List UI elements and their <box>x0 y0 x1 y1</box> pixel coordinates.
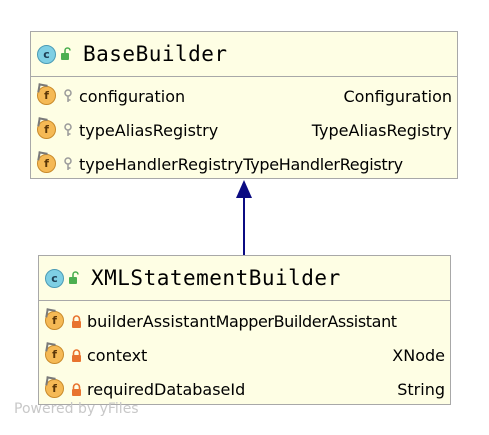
unlock-icon <box>68 271 80 285</box>
inheritance-arrowhead <box>236 180 252 198</box>
field-type: String <box>397 379 445 399</box>
field-icon: f <box>45 307 66 332</box>
class-box-basebuilder[interactable]: c BaseBuilder f configuration Configurat… <box>30 31 458 179</box>
private-lock-icon <box>70 382 82 396</box>
field-row[interactable]: f typeAliasRegistry TypeAliasRegistry <box>31 113 457 147</box>
field-icon: f <box>37 82 58 107</box>
watermark: Powered by yFiles <box>14 401 139 417</box>
field-name: typeHandlerRegistry <box>79 154 244 174</box>
field-type: Configuration <box>343 86 452 106</box>
field-row[interactable]: f typeHandlerRegistry TypeHandlerRegistr… <box>31 147 457 181</box>
class-box-xmlstatementbuilder[interactable]: c XMLStatementBuilder f builderAssistant… <box>38 255 451 405</box>
field-row[interactable]: f context XNode <box>39 338 450 372</box>
field-name: builderAssistant <box>87 311 216 331</box>
class-header: c XMLStatementBuilder <box>39 256 450 301</box>
protected-key-icon <box>62 123 74 137</box>
field-row[interactable]: f builderAssistant MapperBuilderAssistan… <box>39 304 450 338</box>
protected-key-icon <box>62 89 74 103</box>
field-type: MapperBuilderAssistant <box>215 311 397 331</box>
private-lock-icon <box>70 348 82 362</box>
field-icon: f <box>45 375 66 400</box>
field-type: TypeHandlerRegistry <box>243 154 403 174</box>
class-name: BaseBuilder <box>83 42 228 66</box>
class-icon: c <box>45 268 64 288</box>
field-icon: f <box>37 150 58 175</box>
class-name: XMLStatementBuilder <box>91 266 341 290</box>
field-name: requiredDatabaseId <box>87 379 246 399</box>
field-type: TypeAliasRegistry <box>311 120 452 140</box>
class-icon: c <box>37 44 56 64</box>
field-name: context <box>87 345 148 365</box>
field-row[interactable]: f configuration Configuration <box>31 79 457 113</box>
field-icon: f <box>37 116 58 141</box>
field-name: typeAliasRegistry <box>79 120 219 140</box>
class-header: c BaseBuilder <box>31 32 457 77</box>
unlock-icon <box>60 47 72 61</box>
private-lock-icon <box>70 314 82 328</box>
field-icon: f <box>45 341 66 366</box>
field-type: XNode <box>392 345 445 365</box>
field-name: configuration <box>79 86 186 106</box>
field-row[interactable]: f requiredDatabaseId String <box>39 372 450 406</box>
protected-key-icon <box>62 157 74 171</box>
